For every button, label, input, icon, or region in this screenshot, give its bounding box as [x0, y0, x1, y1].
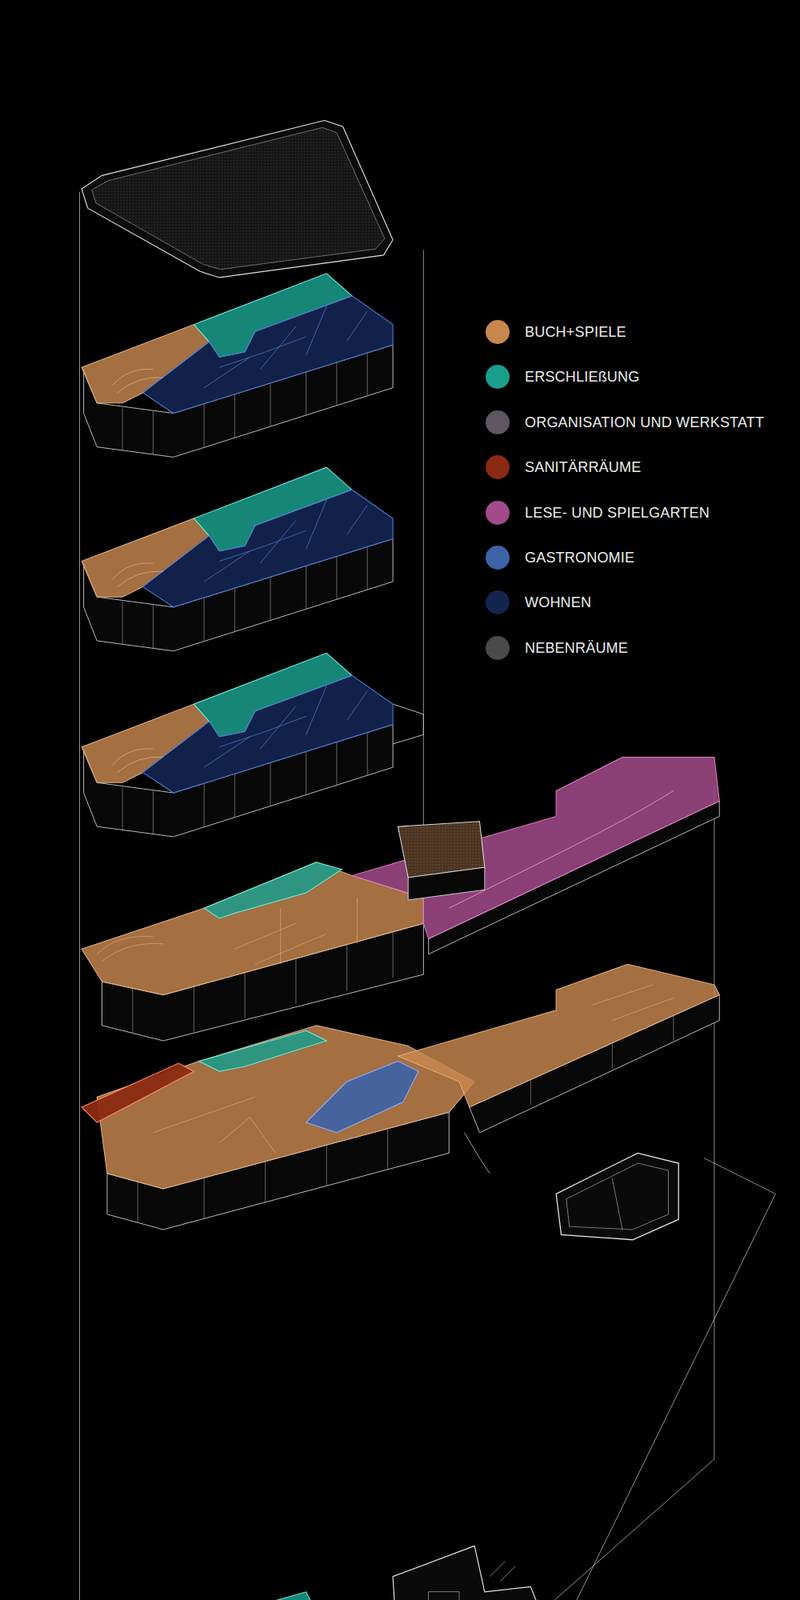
- building-floors: [79, 120, 776, 1600]
- legend-swatch: [485, 590, 510, 615]
- legend-swatch: [485, 320, 510, 344]
- legend-swatch: [485, 545, 510, 570]
- legend-label: WOHNEN: [524, 595, 592, 610]
- legend-entry: BUCH+SPIELE: [485, 318, 627, 346]
- legend-swatch: [485, 364, 510, 389]
- legend-swatch: [485, 455, 510, 480]
- legend-swatch: [485, 410, 510, 435]
- floor-plate: [81, 273, 393, 458]
- floor-plate: [81, 467, 393, 652]
- legend-entry: WOHNEN: [485, 588, 592, 616]
- guide-lines: [79, 192, 714, 1600]
- legend-label: SANITÄRRÄUME: [524, 460, 641, 475]
- legend-entry: SANITÄRRÄUME: [485, 453, 641, 481]
- legend-label: ERSCHLIEßUNG: [524, 369, 640, 384]
- legend-swatch: [485, 636, 510, 660]
- legend-label: BUCH+SPIELE: [524, 324, 627, 340]
- legend-entry: ERSCHLIEßUNG: [485, 363, 640, 391]
- legend-entry: LESE- UND SPIELGARTEN: [485, 499, 710, 527]
- legend-label: NEBENRÄUME: [524, 640, 628, 656]
- floor-plate: [81, 652, 393, 837]
- legend-entry: NEBENRÄUME: [485, 634, 628, 662]
- legend-entry: GASTRONOMIE: [485, 544, 635, 572]
- legend-label: LESE- UND SPIELGARTEN: [524, 505, 710, 520]
- roof-slab: [81, 120, 393, 278]
- legend-swatch: [485, 500, 510, 525]
- legend-label: GASTRONOMIE: [524, 550, 635, 565]
- basement-floor: [81, 1152, 776, 1600]
- legend-label: ORGANISATION UND WERKSTATT: [524, 415, 764, 430]
- legend-entry: ORGANISATION UND WERKSTATT: [485, 408, 764, 436]
